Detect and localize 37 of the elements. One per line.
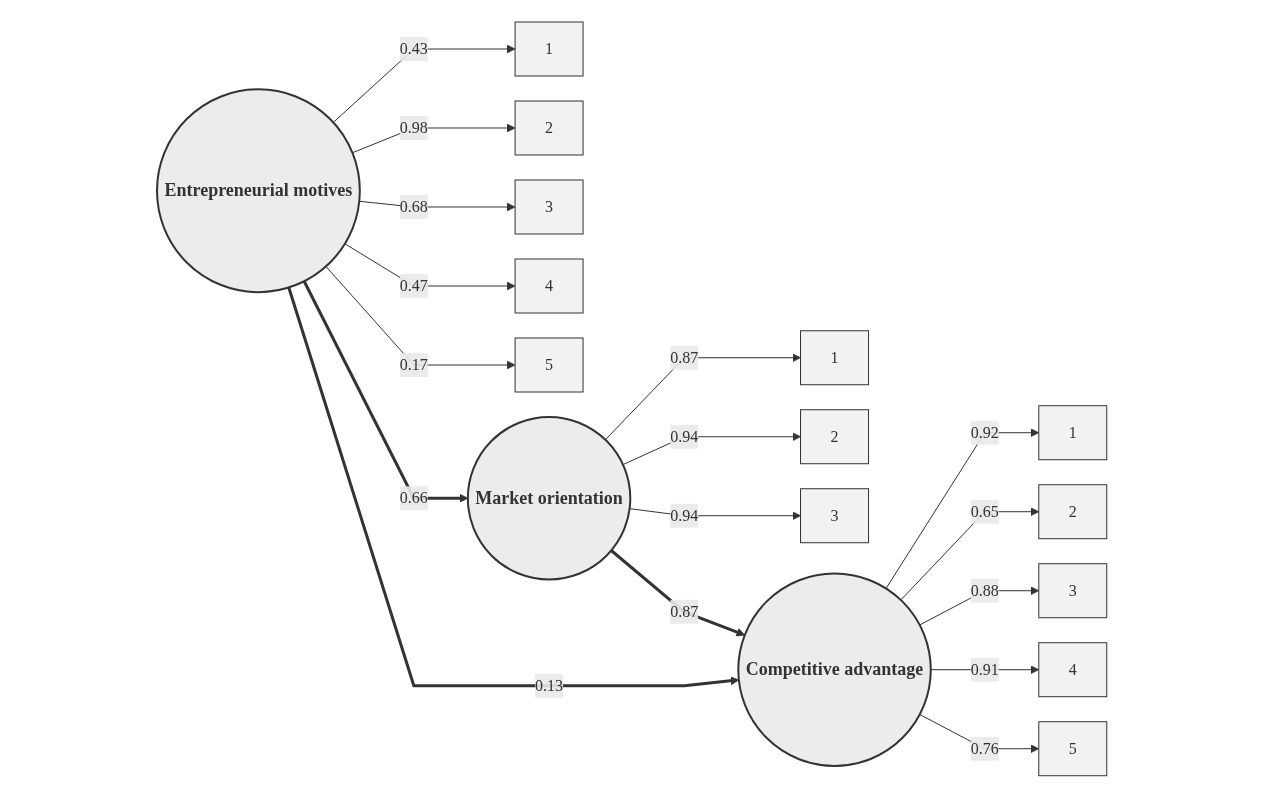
node-box: 2 [514, 100, 584, 156]
arrow [610, 549, 746, 637]
arrow [287, 286, 740, 687]
arrow [325, 265, 516, 370]
node-circle: Competitive advantage [737, 572, 932, 767]
arrow [302, 280, 469, 503]
edge-label: 0.94 [670, 506, 699, 524]
node-circle: Market orientation [466, 415, 632, 581]
node-box: 2 [1038, 483, 1108, 539]
edge-label: 0.13 [535, 676, 564, 694]
node-box: 2 [800, 408, 870, 464]
node-box: 1 [1038, 404, 1108, 460]
arrow [885, 427, 1040, 589]
edge-label: 0.66 [399, 488, 428, 506]
edge-label: 0.88 [970, 581, 999, 599]
node-box: 1 [800, 329, 870, 385]
node-box: 5 [514, 337, 584, 393]
node-box: 1 [514, 21, 584, 77]
node-box: 3 [800, 487, 870, 543]
edge-label: 0.98 [399, 118, 428, 136]
node-box: 3 [1038, 562, 1108, 618]
node-box: 4 [514, 258, 584, 314]
edge-label: 0.87 [670, 602, 699, 620]
edge-label: 0.65 [970, 502, 999, 520]
edge-label: 0.87 [670, 348, 699, 366]
node-circle: Entrepreneurial motives [156, 87, 361, 293]
edge-label: 0.43 [399, 39, 428, 57]
edge-label: 0.76 [970, 739, 999, 757]
edge-label: 0.47 [399, 276, 428, 294]
edge-label: 0.17 [399, 355, 428, 373]
edge-label: 0.94 [670, 427, 699, 445]
node-box: 5 [1038, 720, 1108, 776]
node-box: 3 [514, 179, 584, 235]
edge-label: 0.91 [970, 660, 999, 678]
edge-label: 0.92 [970, 423, 999, 441]
node-box: 4 [1038, 641, 1108, 697]
edge-label: 0.68 [399, 197, 428, 215]
